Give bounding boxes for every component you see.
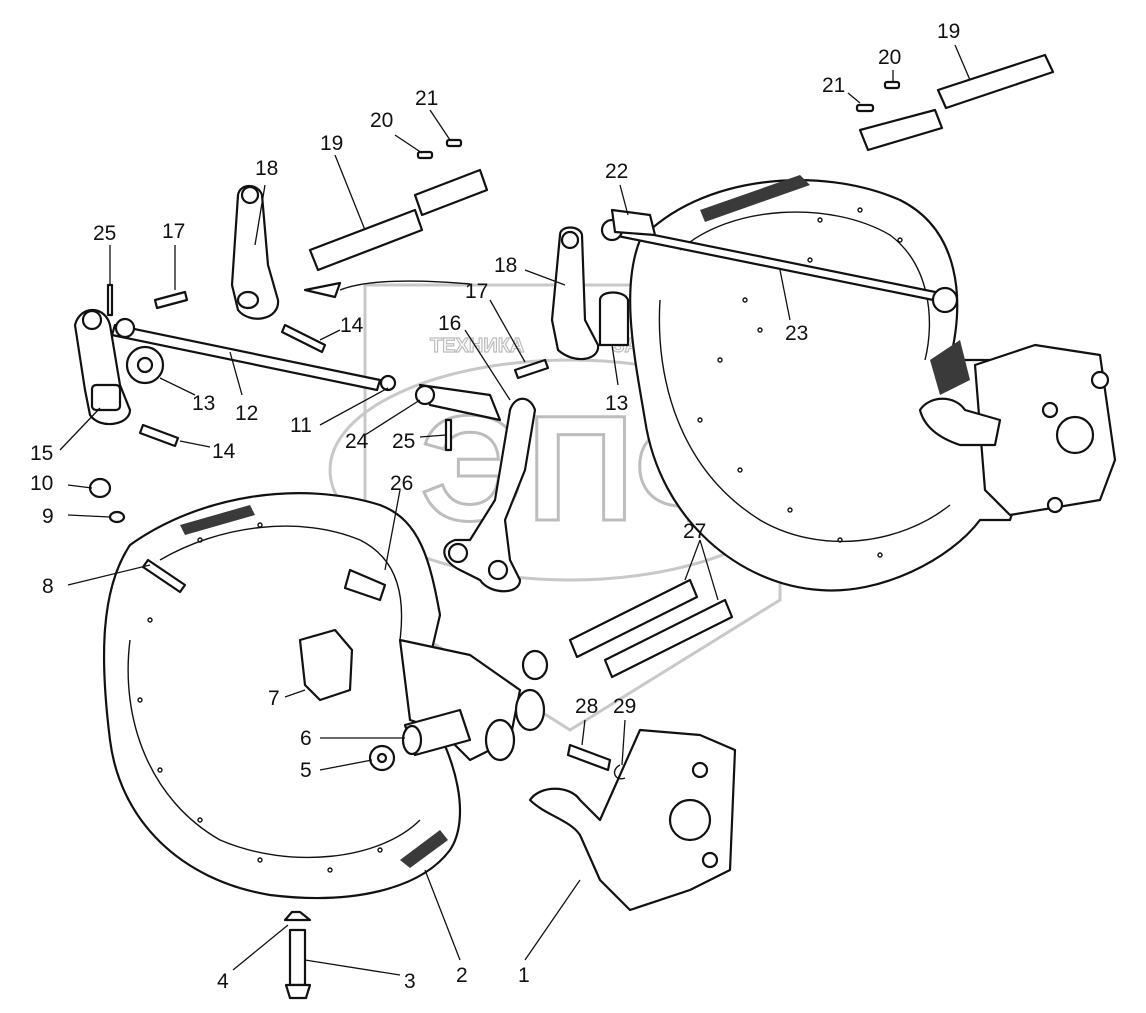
left-brake-band-assembly (102, 492, 737, 1000)
callout-8: 8 (42, 575, 54, 598)
callout-17-center: 17 (465, 280, 488, 303)
callout-27: 27 (683, 520, 706, 543)
callout-13-left: 13 (192, 392, 215, 415)
callout-13-right: 13 (605, 392, 628, 415)
callout-4: 4 (217, 970, 229, 993)
callout-2: 2 (456, 964, 468, 987)
callout-1: 1 (518, 964, 530, 987)
callout-21-left: 21 (415, 87, 438, 110)
callout-6: 6 (300, 727, 312, 750)
callout-14-top: 14 (340, 314, 364, 337)
callout-24: 24 (345, 430, 369, 453)
callout-29: 29 (613, 695, 636, 718)
callout-11: 11 (290, 414, 312, 437)
callout-28: 28 (575, 695, 598, 718)
callout-21-right: 21 (822, 74, 845, 97)
callout-22: 22 (605, 160, 628, 183)
callout-9: 9 (42, 505, 54, 528)
callout-20-left: 20 (370, 109, 393, 132)
right-brake-band-assembly (550, 53, 1117, 592)
callout-labels: 1 2 3 4 5 6 7 8 9 10 11 12 13 13 14 14 1… (30, 20, 960, 993)
callout-17-left: 17 (162, 220, 185, 243)
callout-12: 12 (235, 402, 258, 425)
callout-23: 23 (785, 322, 808, 345)
callout-16: 16 (438, 312, 461, 335)
callout-5: 5 (300, 759, 312, 782)
callout-19-right: 19 (937, 20, 960, 43)
callout-10: 10 (30, 472, 53, 495)
callout-18-left: 18 (255, 157, 278, 180)
callout-25-left: 25 (93, 222, 116, 245)
leader-lines (59, 44, 971, 976)
callout-14-bottom: 14 (212, 440, 236, 463)
callout-18-right: 18 (494, 254, 517, 277)
left-linkage (73, 138, 550, 602)
watermark-line1: ТЕХНИКА (430, 335, 524, 357)
callout-20-right: 20 (878, 46, 901, 69)
callout-25-center: 25 (392, 430, 415, 453)
callout-7: 7 (268, 687, 280, 710)
callout-26: 26 (390, 472, 413, 495)
callout-3: 3 (404, 970, 416, 993)
callout-15: 15 (30, 442, 53, 465)
callout-19-left: 19 (320, 132, 343, 155)
